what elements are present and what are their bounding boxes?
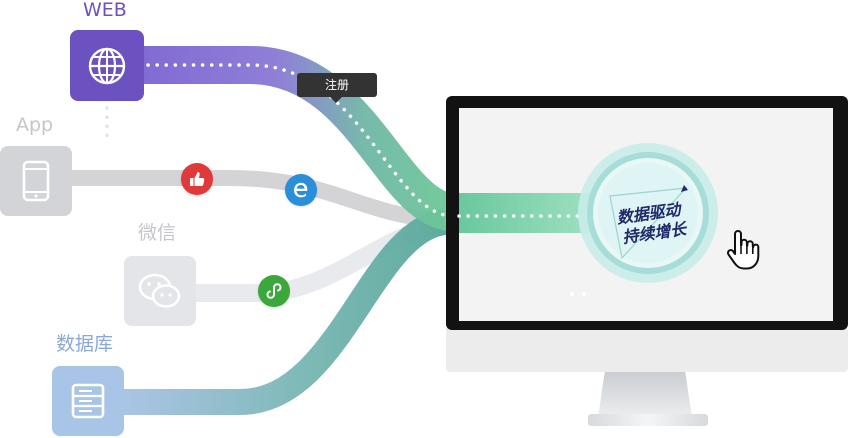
web-tile [70,30,144,101]
source-label-wechat: 微信 [138,222,177,244]
app-ribbon [70,170,441,228]
mini-program-icon [266,283,282,299]
dotted-path [146,63,594,218]
globe-icon [88,47,126,84]
database-ribbon [120,209,448,415]
phone-icon [22,160,50,202]
app-tile [0,146,72,216]
server-icon [71,383,105,419]
wechat-icon [138,273,181,308]
source-label-web: WEB [83,0,127,21]
database-tile [52,366,124,436]
register-tooltip: 注册 [297,73,377,103]
thumbs-up-icon [190,172,205,186]
miniprogram-badge [258,275,290,307]
source-label-app: App [16,114,54,136]
like-badge [181,163,213,195]
edge-icon [294,182,308,198]
source-label-database: 数据库 [56,333,114,355]
wechat-tile [124,256,196,326]
hand-pointer-icon [726,230,760,270]
browser-badge [285,174,317,206]
